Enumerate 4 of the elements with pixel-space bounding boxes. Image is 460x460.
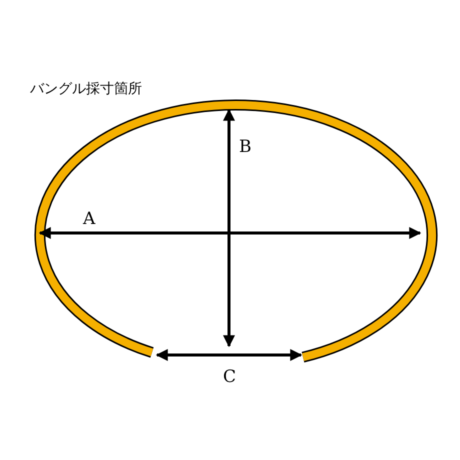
title: バングル採寸箇所 [30, 82, 142, 96]
dimension-label: B [239, 139, 252, 156]
dimension-label: A [83, 211, 96, 228]
dimension-label: C [223, 369, 236, 386]
